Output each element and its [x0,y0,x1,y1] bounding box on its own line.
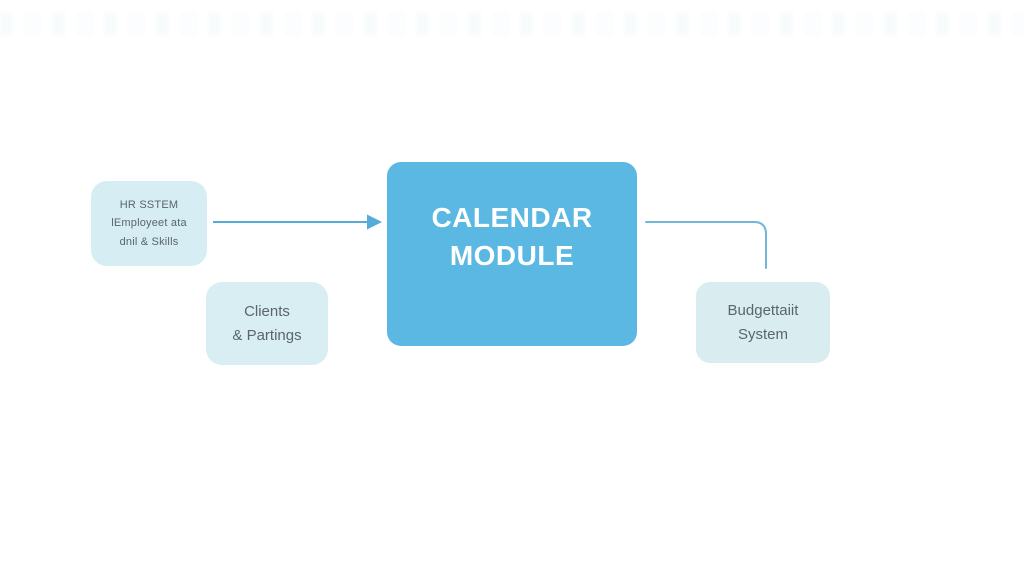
node-budget-line-2: System [737,325,788,343]
calendar-module-title-line-1: CALENDAR [431,202,593,233]
calendar-module-title-line-2: MODULE [449,240,575,271]
node-hr-system: HR SSTEM lEmployeet ata dnil & Skills [91,181,207,266]
arrow-hr-to-calendar [213,214,382,230]
connector-calendar-to-budget [645,221,767,269]
node-hr-line-3: dnil & Skills [119,235,179,248]
node-hr-line-2: lEmployeet ata [111,217,187,230]
node-clients-line-1: Clients [244,302,290,320]
node-clients-partings: Clients & Partings [206,282,328,365]
top-noise-band [0,13,1024,35]
node-calendar-module: CALENDAR MODULE [387,162,637,346]
node-budget-line-1: Budgettaiit [727,301,799,319]
node-budgettaiit-system: Budgettaiit System [696,282,830,363]
node-clients-line-2: & Partings [232,326,302,344]
arrowhead-icon [367,214,382,230]
node-hr-line-1: HR SSTEM [119,198,179,211]
